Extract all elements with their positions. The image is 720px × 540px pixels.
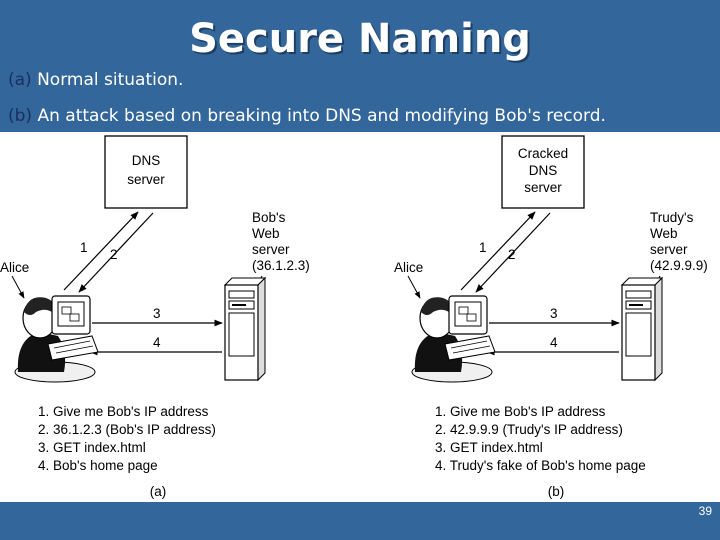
server-icon-a xyxy=(224,277,266,381)
dns-label-b-line2: DNS xyxy=(529,163,558,178)
panel-a: DNS server Alice Bob's Web server (36.1.… xyxy=(0,135,310,499)
arrow-label-4-b: 4 xyxy=(550,335,558,350)
dns-label-b-line3: server xyxy=(524,180,562,195)
dns-server-box-a xyxy=(104,135,188,209)
header-band xyxy=(0,0,720,132)
step-4-b: 4. Trudy's fake of Bob's home page xyxy=(435,458,646,473)
secure-naming-diagram: DNS server Alice Bob's Web server (36.1.… xyxy=(0,135,708,499)
sub-label-a: (a) xyxy=(150,484,167,499)
footer-band xyxy=(0,502,720,540)
step-1-a: 1. Give me Bob's IP address xyxy=(38,404,209,419)
alice-label-a: Alice xyxy=(0,260,29,275)
step-1-b: 1. Give me Bob's IP address xyxy=(435,404,606,419)
step-2-b: 2. 42.9.9.9 (Trudy's IP address) xyxy=(435,422,623,437)
step-4-a: 4. Bob's home page xyxy=(38,458,158,473)
server-icon-b xyxy=(621,277,663,381)
dns-label-a-line2: server xyxy=(127,172,165,187)
web-label-a-line2: Web xyxy=(252,226,280,241)
dns-label-b-line1: Cracked xyxy=(518,146,568,161)
arrow-label-3-b: 3 xyxy=(550,306,558,321)
web-label-b-line3: server xyxy=(650,242,688,257)
web-label-a-line3: server xyxy=(252,242,290,257)
web-label-b-line4: (42.9.9.9) xyxy=(650,258,708,273)
panel-b: Cracked DNS server Alice Trudy's Web ser… xyxy=(394,135,708,499)
web-label-b-line2: Web xyxy=(650,226,678,241)
alice-label-b: Alice xyxy=(394,260,423,275)
web-label-a-line4: (36.1.2.3) xyxy=(252,258,310,273)
step-3-a: 3. GET index.html xyxy=(38,440,146,455)
alice-workstation-icon-b xyxy=(411,295,496,383)
caption-b-text: An attack based on breaking into DNS and… xyxy=(37,106,606,126)
arrow-label-1-b: 1 xyxy=(479,240,487,255)
arrow-1-a xyxy=(63,211,139,291)
caption-b: (b) An attack based on breaking into DNS… xyxy=(8,106,606,126)
arrow-1-b xyxy=(460,211,536,291)
arrow-label-4-a: 4 xyxy=(153,335,161,350)
arrow-label-3-a: 3 xyxy=(153,306,161,321)
alice-workstation-icon-a xyxy=(14,295,99,383)
arrow-label-1-a: 1 xyxy=(80,240,88,255)
caption-a-tag: (a) xyxy=(8,70,32,90)
sub-label-b: (b) xyxy=(548,484,565,499)
alice-pointer-a xyxy=(11,275,25,299)
step-3-b: 3. GET index.html xyxy=(435,440,543,455)
web-label-b-line1: Trudy's xyxy=(650,210,694,225)
caption-a: (a) Normal situation. xyxy=(8,70,183,90)
step-2-a: 2. 36.1.2.3 (Bob's IP address) xyxy=(38,422,216,437)
alice-pointer-b xyxy=(407,275,421,299)
page-number: 39 xyxy=(698,504,712,518)
arrow-label-2-a: 2 xyxy=(110,247,118,262)
dns-server-box-b xyxy=(501,135,585,209)
dns-label-a-line1: DNS xyxy=(132,153,161,168)
slide-title: Secure Naming xyxy=(189,16,531,62)
caption-b-tag: (b) xyxy=(8,106,33,126)
arrow-2-a xyxy=(78,212,154,293)
arrow-label-2-b: 2 xyxy=(508,247,516,262)
arrow-2-b xyxy=(475,212,551,293)
caption-a-text: Normal situation. xyxy=(37,70,184,90)
web-label-a-line1: Bob's xyxy=(252,210,286,225)
